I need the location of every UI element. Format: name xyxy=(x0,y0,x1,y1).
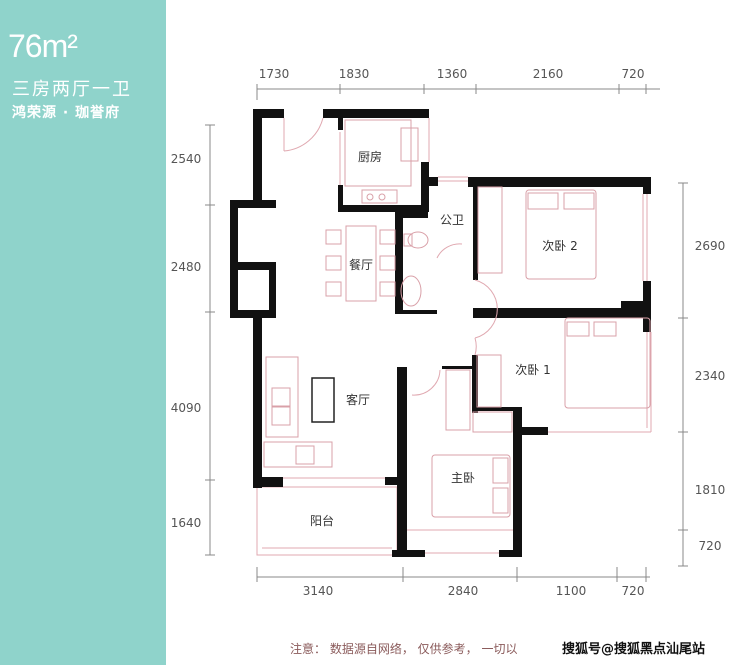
tv-cabinet xyxy=(311,377,335,423)
dim-right-4: 720 xyxy=(699,539,722,553)
source-watermark: 搜狐号@搜狐黑点汕尾站 xyxy=(562,642,706,657)
dimensions-left: 2540 2480 4090 1640 xyxy=(171,152,202,530)
room-bathroom: 公卫 xyxy=(440,213,464,227)
unit-layout: 三房两厅一卫 xyxy=(12,79,132,100)
project-name: 鸿荣源 · 珈誉府 xyxy=(12,105,121,121)
disclaimer-note: 注意： 数据源自网络， 仅供参考， 一切以 xyxy=(290,642,518,656)
dim-bottom-1: 3140 xyxy=(303,584,334,598)
room-dining: 餐厅 xyxy=(349,257,373,272)
room-master-bedroom: 主卧 xyxy=(451,471,475,485)
room-bedroom-1: 次卧 1 xyxy=(515,363,550,377)
dimensions-top: 1730 1830 1360 2160 720 xyxy=(259,67,645,81)
dim-left-4: 1640 xyxy=(171,516,202,530)
dim-top-1: 1730 xyxy=(259,67,290,81)
room-bedroom-2: 次卧 2 xyxy=(542,239,577,253)
walls xyxy=(230,109,651,557)
dim-top-5: 720 xyxy=(622,67,645,81)
dim-bottom-2: 2840 xyxy=(448,584,479,598)
furniture xyxy=(263,119,651,518)
dimensions-right: 2690 2340 1810 720 xyxy=(695,239,726,553)
dim-bottom-4: 720 xyxy=(622,584,645,598)
dim-right-3: 1810 xyxy=(695,483,726,497)
room-living: 客厅 xyxy=(346,392,370,407)
room-labels: 厨房 公卫 餐厅 次卧 2 次卧 1 客厅 主卧 阳台 xyxy=(310,149,578,528)
doors xyxy=(283,117,498,396)
dim-top-4: 2160 xyxy=(533,67,564,81)
room-kitchen: 厨房 xyxy=(358,149,382,164)
dimensions-bottom: 3140 2840 1100 720 xyxy=(303,584,645,598)
dim-right-2: 2340 xyxy=(695,369,726,383)
dim-right-1: 2690 xyxy=(695,239,726,253)
sidebar-panel: 76m² 三房两厅一卫 鸿荣源 · 珈誉府 xyxy=(0,0,166,665)
unit-area: 76m² xyxy=(8,28,78,64)
dim-top-2: 1830 xyxy=(339,67,370,81)
dimension-lines xyxy=(205,84,688,582)
dim-left-3: 4090 xyxy=(171,401,202,415)
dim-top-3: 1360 xyxy=(437,67,468,81)
dim-left-2: 2480 xyxy=(171,260,202,274)
dim-bottom-3: 1100 xyxy=(556,584,587,598)
dim-left-1: 2540 xyxy=(171,152,202,166)
room-balcony: 阳台 xyxy=(310,513,334,528)
